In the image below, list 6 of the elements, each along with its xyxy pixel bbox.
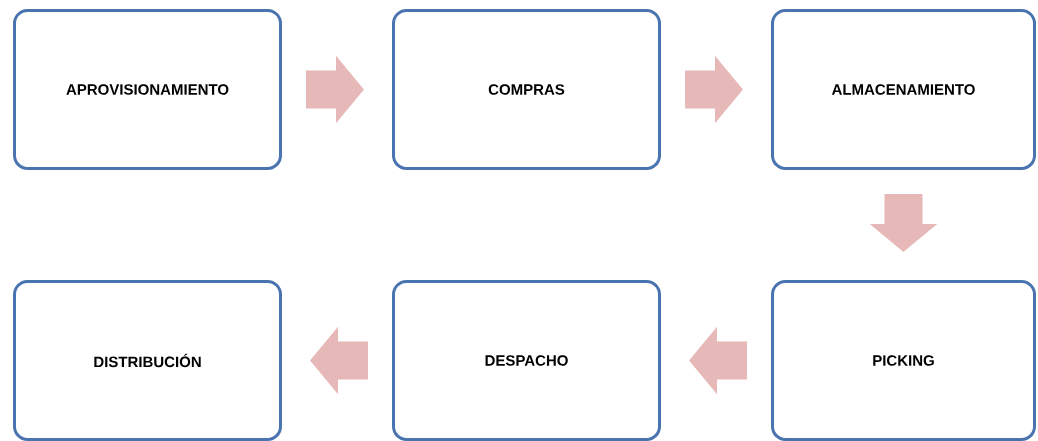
process-box: PICKING bbox=[771, 280, 1036, 441]
process-box: DISTRIBUCIÓN bbox=[13, 280, 282, 441]
process-box: ALMACENAMIENTO bbox=[771, 9, 1036, 170]
process-box: COMPRAS bbox=[392, 9, 661, 170]
process-box: APROVISIONAMIENTO bbox=[13, 9, 282, 170]
process-box: DESPACHO bbox=[392, 280, 661, 441]
